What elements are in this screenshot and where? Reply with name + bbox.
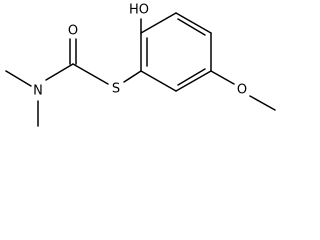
bond-methoxy-methyl: [249, 95, 276, 111]
ring-double-bond-c4-c5: [177, 68, 206, 86]
bond-c4-methoxy-oxygen: [210, 70, 235, 85]
ring-bond-c2-c3: [175, 12, 212, 34]
bond-c6-sulfur: [123, 70, 142, 83]
ring-bond-c5-c6: [140, 70, 177, 92]
ring-double-bond-c2-c3: [177, 18, 206, 36]
hydroxyl-label: HO: [129, 3, 149, 18]
ring-bond-c4-c5: [175, 70, 212, 92]
methoxy-oxygen-label: O: [237, 83, 247, 98]
nitrogen-label: N: [33, 84, 43, 99]
benzene-ring: [140, 12, 212, 92]
bond-carbonyl-carbon-nitrogen: [45, 63, 74, 81]
chemical-structure-diagram: HO S O N O: [5, 3, 276, 127]
sulfur-label: S: [112, 82, 120, 97]
bond-nitrogen-methyl-left: [5, 70, 32, 87]
ring-bond-c1-c2: [140, 12, 177, 34]
bond-sulfur-carbonyl-carbon: [72, 63, 109, 85]
carbonyl-oxygen-label: O: [68, 24, 78, 39]
